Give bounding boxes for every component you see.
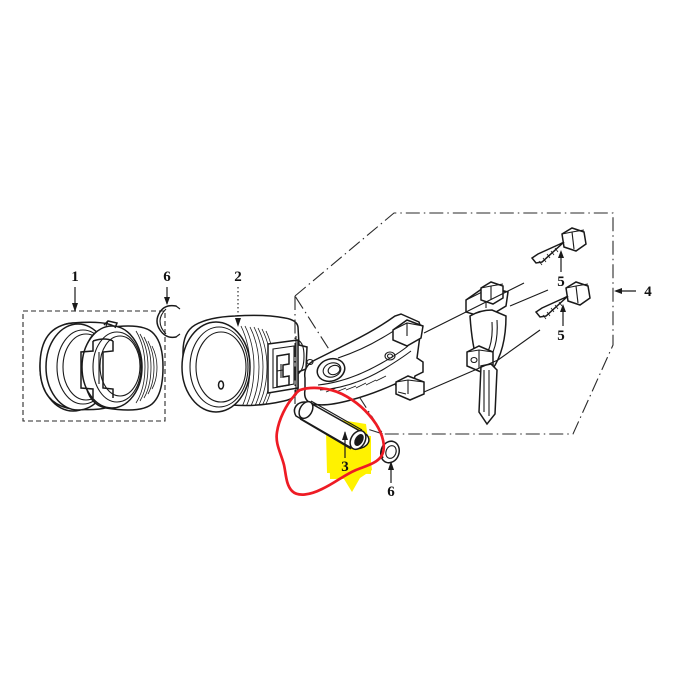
part-piston-pin-clip-lower — [379, 440, 401, 464]
callout-number-2: 2 — [234, 269, 242, 285]
callout-leader-2 — [235, 287, 241, 327]
part-piston-pin-clip-upper — [156, 304, 181, 339]
part-connecting-rod-bolt-lower — [534, 281, 591, 320]
red-lasso-circle — [275, 386, 386, 496]
callout-number-4: 4 — [644, 284, 652, 300]
part-connecting-rod — [303, 313, 425, 406]
callout-leader-5-lower — [560, 304, 566, 326]
callout-leader-6-lower — [388, 461, 394, 483]
callout-number-5-upper: 5 — [557, 274, 565, 290]
callout-number-6-lower: 6 — [387, 484, 395, 500]
callout-number-6-upper: 6 — [163, 269, 171, 285]
part-piston-ring-set — [22, 310, 166, 422]
callout-leader-4 — [614, 288, 636, 294]
part-piston — [181, 314, 308, 413]
part-piston-pin — [293, 400, 370, 451]
callout-number-3: 3 — [341, 459, 349, 475]
part-connecting-rod-cap-with-dipper — [465, 281, 509, 426]
piston-ring-set-drawing — [39, 320, 164, 412]
callout-leader-3 — [342, 431, 348, 458]
piston-ring-set-dashed-box — [22, 310, 166, 422]
callout-number-5-lower: 5 — [557, 328, 565, 344]
callout-leader-6-upper — [164, 287, 170, 305]
assembly-guide-lines — [423, 282, 549, 393]
callout-leader-1 — [72, 287, 78, 312]
callout-number-1: 1 — [71, 269, 79, 285]
callout-leader-5-upper — [558, 250, 564, 272]
part-connecting-rod-bolt-upper — [530, 227, 587, 266]
